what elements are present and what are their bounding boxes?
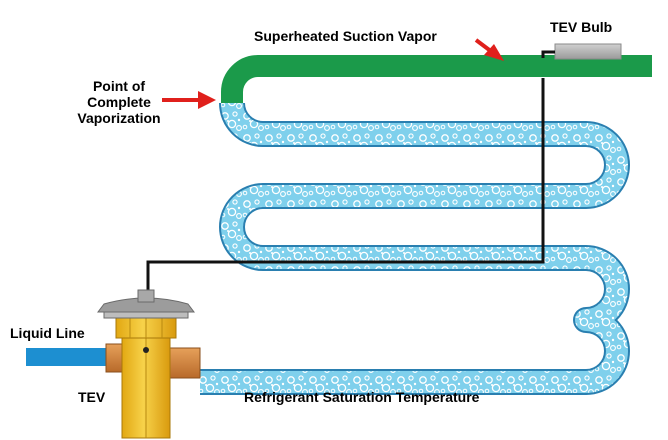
point-label-line-1: Point of [92,78,146,94]
superheated-suction-vapor-label: Superheated Suction Vapor [254,28,437,44]
point-label-line-2: Complete [87,94,151,110]
tev-valve [97,289,195,439]
point-label-line-3: Vaporization [77,110,161,126]
tev-bulb [554,43,622,60]
tev-bulb-label: TEV Bulb [550,19,613,35]
capillary-tube [146,50,555,292]
evaporator-coil-fill [200,102,628,393]
tev-label: TEV [78,389,106,405]
red-arrow-icon [162,91,216,109]
liquid-line-label: Liquid Line [10,325,85,341]
refrigerant-saturation-temperature-label: Refrigerant Saturation Temperature [244,389,480,405]
point-of-complete-vaporization-label: Point of Complete Vaporization [54,78,184,126]
liquid-line-pipe [26,348,112,366]
red-arrow-icon [474,38,504,61]
superheated-vapor-pipe [221,55,652,103]
